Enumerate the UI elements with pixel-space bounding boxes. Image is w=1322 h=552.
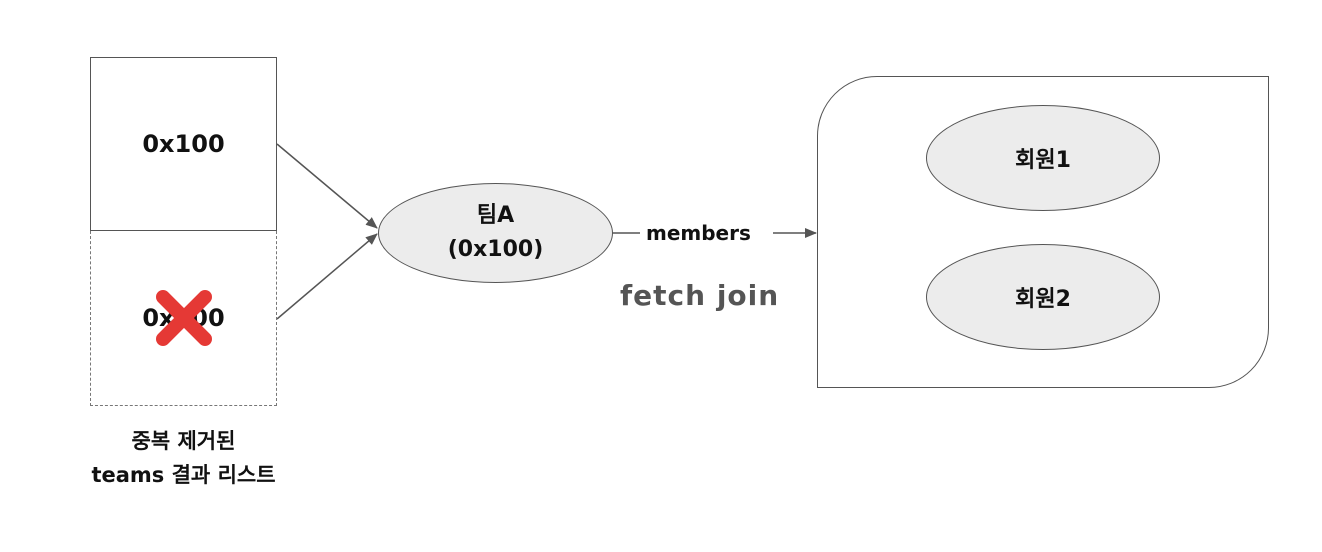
member-node-1: 회원1 <box>926 105 1160 211</box>
list-caption-line2: teams 결과 리스트 <box>91 463 276 487</box>
team-address: (0x100) <box>447 237 544 262</box>
member-node-2-label: 회원2 <box>1015 287 1071 312</box>
list-caption: 중복 제거된 teams 결과 리스트 <box>60 424 307 492</box>
fetch-join-label: fetch join <box>620 279 780 312</box>
team-name: 팀A <box>476 203 515 228</box>
team-node: 팀A (0x100) <box>378 183 613 283</box>
list-item-removed: 0x100 <box>90 231 277 406</box>
member-node-1-label: 회원1 <box>1015 148 1071 173</box>
members-field-label: members <box>646 221 751 245</box>
member-node-2: 회원2 <box>926 244 1160 350</box>
arrow-bottom-to-team <box>276 233 378 320</box>
removed-x-icon <box>156 290 212 346</box>
arrow-top-to-team <box>276 143 378 229</box>
list-item-top-address: 0x100 <box>142 130 225 158</box>
list-caption-line1: 중복 제거된 <box>131 429 236 453</box>
list-item-top: 0x100 <box>90 57 277 231</box>
